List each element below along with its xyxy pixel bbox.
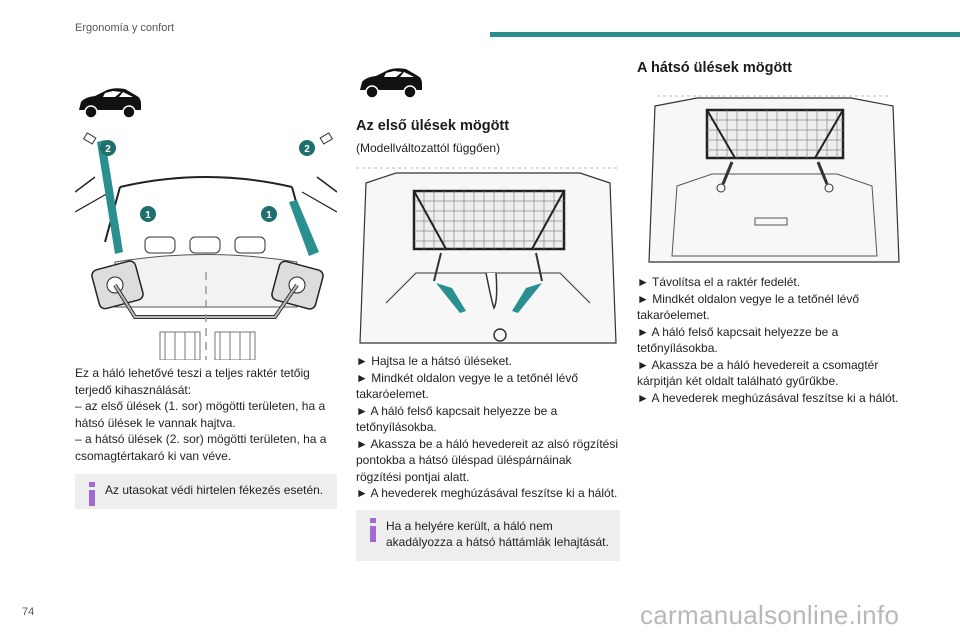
interior-front-net-illustration: 2 2 1 1 — [75, 132, 337, 360]
badge-1-right: 1 — [261, 206, 277, 222]
instruction-step: ► Hajtsa le a hátsó üléseket. — [356, 354, 512, 368]
svg-text:1: 1 — [266, 210, 272, 221]
column-3: A hátsó ülések mögött ► Távolítsa el a r… — [637, 60, 911, 406]
instruction-step: ► Mindkét oldalon vegye le a tetőnél lév… — [637, 291, 860, 323]
watermark: carmanualsonline.info — [640, 600, 900, 630]
badge-2-right: 2 — [299, 140, 315, 156]
column-1: 2 2 1 1 Ez a háló lehetővé teszi a telje… — [75, 60, 337, 509]
svg-text:1: 1 — [145, 210, 151, 221]
instruction-step: ► A háló felső kapcsait helyezze be a te… — [356, 403, 558, 435]
badge-2-left: 2 — [100, 140, 116, 156]
dash-item: – a hátsó ülések (2. sor) mögötti terüle… — [75, 432, 327, 463]
badge-1-left: 1 — [140, 206, 156, 222]
info-text: Az utasokat védi hirtelen fékezés esetén… — [105, 483, 324, 497]
car-silhouette-icon — [79, 88, 141, 119]
info-icon — [370, 517, 376, 542]
instruction-step: ► Akassza be a háló hevedereit a csomagt… — [637, 357, 879, 389]
instruction-step: ► Akassza be a háló hevedereit az alsó r… — [356, 436, 619, 484]
trunk-rear-net-illustration — [648, 95, 900, 263]
svg-text:2: 2 — [304, 144, 310, 155]
instruction-step: ► A háló felső kapcsait helyezze be a te… — [637, 324, 839, 356]
instruction-step: ► A hevederek meghúzásával feszítse ki a… — [637, 390, 899, 405]
instruction-step: ► Mindkét oldalon vegye le a tetőnél lév… — [356, 370, 579, 402]
section-title: Ergonomía y confort — [75, 22, 175, 34]
header-accent-bar — [490, 32, 960, 37]
page-number: 74 — [22, 606, 35, 618]
column-2: Az első ülések mögött (Modellváltozattól… — [356, 60, 620, 561]
info-icon — [89, 482, 95, 506]
instruction-step: ► Távolítsa el a raktér fedelét. — [637, 275, 801, 289]
subtitle: (Modellváltozattól függően) — [356, 141, 501, 155]
car-silhouette-icon — [360, 68, 422, 99]
trunk-front-net-illustration — [356, 167, 620, 344]
intro-text: Ez a háló lehetővé teszi a teljes raktér… — [75, 366, 310, 397]
section-heading: Az első ülések mögött — [356, 118, 510, 134]
section-heading: A hátsó ülések mögött — [637, 60, 792, 76]
info-box: Az utasokat védi hirtelen fékezés esetén… — [75, 474, 337, 509]
svg-text:2: 2 — [105, 144, 111, 155]
instruction-step: ► A hevederek meghúzásával feszítse ki a… — [356, 486, 618, 500]
info-text: Ha a helyére került, a háló nem akadályo… — [386, 518, 609, 550]
info-box: Ha a helyére került, a háló nem akadályo… — [356, 509, 620, 561]
dash-item: – az első ülések (1. sor) mögötti terüle… — [75, 399, 326, 430]
